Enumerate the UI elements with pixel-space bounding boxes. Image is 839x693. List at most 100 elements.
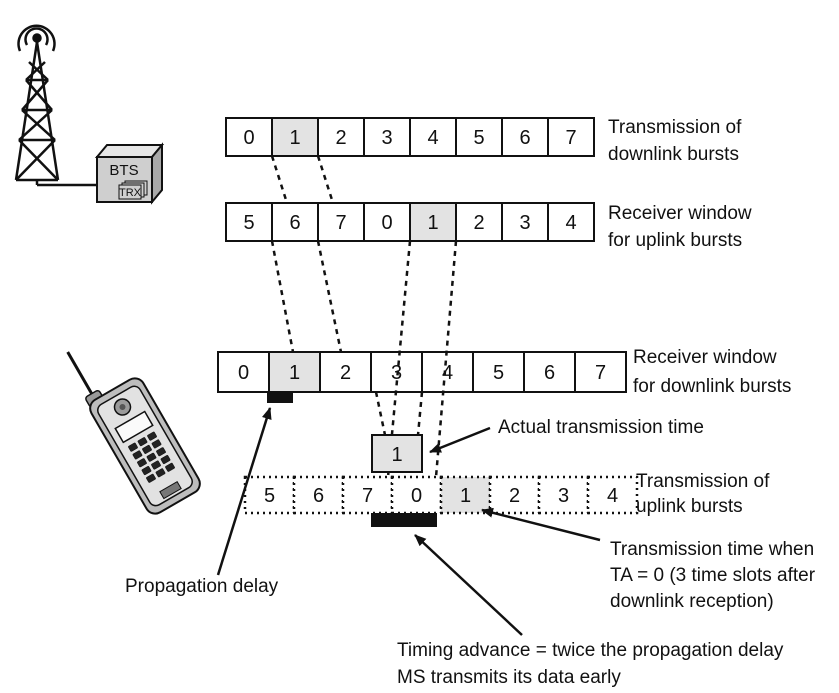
time-slot-number: 2 [509,485,520,507]
row-label-line-2: uplink bursts [636,496,743,517]
trx-label: TRX [119,187,142,199]
timing-advance-bar [371,513,437,527]
propagation-delay-arrow [216,407,272,576]
phone-key [128,442,138,452]
time-slot [217,351,270,393]
time-slot [501,202,549,242]
time-slot [586,475,639,515]
time-slot [501,117,549,157]
row-label-line-1: Receiver window [608,203,752,224]
row-label-line-1: Transmission of [608,117,742,138]
phone-key [141,466,152,476]
dashed-connector [270,155,289,204]
timing-connector-lines [270,155,458,478]
time-slot-number: 7 [362,485,373,507]
phone-key [160,455,171,465]
time-slot-number: 0 [243,127,254,149]
actual-slot-number: 1 [391,444,402,466]
propagation-delay-bar [267,392,293,403]
time-slot-number: 5 [493,362,504,384]
time-slot-number: 3 [558,485,569,507]
time-slot [537,475,590,515]
phone-key [156,447,166,457]
bts-box-icon: BTS TRX [94,142,165,205]
time-slot [547,117,595,157]
time-slot-number: 0 [238,362,249,384]
actual-transmission-slot: 1 [371,434,423,473]
time-slot-number: 7 [565,127,576,149]
time-slot-number: 5 [264,485,275,507]
time-slot [455,117,503,157]
phone-key [165,462,175,472]
propagation-delay-label: Propagation delay [125,576,279,597]
timing-advance-line-1: Timing advance = twice the propagation d… [397,640,784,661]
dashed-connector [374,391,387,436]
time-slot [317,202,365,242]
time-slot [547,202,595,242]
ta-zero-line-3: downlink reception) [610,591,774,612]
phone-key [147,431,157,441]
time-slot-number: 1 [460,485,471,507]
time-slot-number: 5 [243,212,254,234]
phone-key [142,444,152,454]
time-slot [488,475,541,515]
phone-key [137,437,148,447]
row-label-line-2: downlink bursts [608,144,739,165]
timing-advance-line-2: MS transmits its data early [397,667,621,688]
dashed-connector [316,155,335,204]
dashed-connector [416,391,424,436]
row-uplink-tx: 5 6 7 0 1 2 3 4 Transmission of uplink bursts [243,471,770,517]
time-slot [292,475,345,515]
time-slot-number: 7 [595,362,606,384]
time-slot-number: 6 [313,485,324,507]
row-label-line-1: Transmission of [636,471,770,492]
time-slot [363,117,411,157]
time-slot-number: 2 [473,212,484,234]
time-slot-number: 1 [427,212,438,234]
phone-key [151,439,162,449]
time-slot-number: 1 [289,127,300,149]
time-slot-number: 6 [544,362,555,384]
time-slot [341,475,394,515]
phone-key [151,460,161,470]
phone-key [137,458,147,468]
dashed-connector [316,240,343,353]
time-slot-number: 1 [289,362,300,384]
row-label-line-1: Receiver window [633,347,777,368]
time-slot-number: 4 [427,127,438,149]
bts-label: BTS [109,162,138,179]
mobile-phone-icon [66,351,201,515]
ta-zero-arrow [481,507,601,542]
phone-key [146,452,157,462]
dashed-connector [270,240,295,353]
row-label-line-2: for uplink bursts [608,230,742,251]
time-slot [317,117,365,157]
time-slot-number: 6 [519,127,530,149]
row-downlink-tx: 0 1 2 3 4 5 6 7 Transmission of downlink bursts [225,117,742,165]
time-slot-number: 0 [411,485,422,507]
time-slot-number: 4 [607,485,618,507]
time-slot-number: 2 [335,127,346,149]
time-slot [409,202,457,242]
time-slot-number: 3 [519,212,530,234]
actual-time-label: Actual transmission time [498,417,704,438]
time-slot-number: 3 [381,127,392,149]
phone-key [146,473,156,483]
time-slot-number: 4 [442,362,453,384]
time-slot-number: 5 [473,127,484,149]
antenna-tower-icon [14,24,97,187]
time-slot-number: 2 [340,362,351,384]
time-slot-number: 0 [381,212,392,234]
time-slot-number: 7 [335,212,346,234]
row-label-line-2: for downlink bursts [633,376,791,397]
actual-time-arrow [429,426,491,454]
ta-zero-line-1: Transmission time when [610,539,814,560]
phone-key [155,468,166,478]
timing-advance-arrow [414,534,523,636]
time-slot [574,351,627,393]
